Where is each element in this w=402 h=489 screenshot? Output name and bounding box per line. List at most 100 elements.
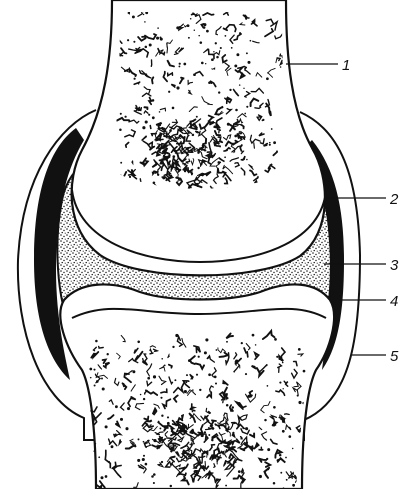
trabecula-dot [89,456,92,459]
trabecula-dot [143,441,145,443]
trabecula-dot [288,435,291,438]
trabecula-dot [142,458,145,461]
trabecula-stroke [254,143,255,148]
trabecula-dot [143,455,145,457]
trabecula-dot [216,56,219,59]
trabecula-dot [169,129,172,132]
trabecula-dot [206,30,209,33]
trabecula-stroke [182,415,183,420]
trabecula-dot [199,389,201,391]
trabecula-dot [240,132,242,134]
trabecula-dot [111,445,114,448]
trabecula-dot [96,380,99,383]
trabecula-dot [190,18,192,20]
trabecula-dot [238,470,241,473]
trabecula-dot [145,74,147,76]
trabecula-dot [234,64,237,67]
trabecula-stroke [150,425,152,426]
trabecula-dot [133,41,135,43]
trabecula-dot [226,341,228,343]
trabecula-dot [303,370,306,373]
trabecula-dot [120,162,122,164]
trabecula-dot [225,35,227,37]
trabecula-dot [204,431,206,433]
trabecula-dot [200,41,203,44]
trabecula-dot [264,419,266,421]
trabecula-dot [244,113,246,115]
trabecula-dot [105,425,108,428]
trabecula-dot [197,167,199,169]
trabecula-dot [95,340,98,343]
trabecula-dot [215,424,217,426]
trabecula-dot [137,341,140,344]
trabecula-dot [280,66,282,68]
trabecula-dot [125,427,128,430]
trabecula-dot [273,406,276,409]
trabecula-dot [175,334,178,337]
trabecula-dot [237,134,239,136]
trabecula-dot [161,358,163,360]
trabecula-stroke [193,478,195,482]
trabecula-dot [160,397,162,399]
trabecula-dot [266,77,269,80]
trabecula-dot [134,78,136,80]
trabecula-dot [215,42,217,44]
trabecula-dot [183,63,186,66]
trabecula-dot [153,182,156,185]
trabecula-dot [101,476,104,479]
trabecula-dot [115,405,118,408]
trabecula-stroke [241,437,242,439]
trabecula-dot [247,61,250,64]
trabecula-dot [119,129,122,132]
trabecula-dot [120,418,123,421]
trabecula-dot [153,439,156,442]
trabecula-dot [246,442,248,444]
trabecula-dot [153,473,156,476]
trabecula-dot [204,351,207,354]
trabecula-dot [214,376,217,379]
trabecula-dot [102,387,105,390]
trabecula-dot [174,379,176,381]
trabecula-dot [262,119,264,121]
trabecula-dot [132,370,135,373]
trabecula-dot [172,107,175,110]
trabecula-dot [183,141,185,143]
trabecula-dot [227,123,230,126]
trabecula-dot [186,374,188,376]
trabecula-dot [192,134,195,137]
trabecula-dot [273,482,276,485]
trabecula-dot [179,63,181,65]
trabecula-dot [226,404,229,407]
trabecula-dot [246,106,248,108]
trabecula-dot [146,423,147,424]
trabecula-dot [269,144,271,146]
trabecula-dot [271,128,273,130]
trabecula-dot [157,27,159,29]
trabecula-dot [93,450,94,451]
trabecula-dot [164,365,166,367]
trabecula-dot [139,466,141,468]
label-joint-cavity: 3 [390,257,399,274]
trabecula-dot [252,334,255,337]
trabecula-dot [220,47,222,49]
trabecula-dot [261,104,262,105]
trabecula-dot [215,382,217,384]
trabecula-stroke [285,414,290,415]
trabecula-stroke [242,469,244,473]
trabecula-dot [282,362,284,364]
trabecula-dot [94,353,96,355]
trabecula-dot [243,88,244,89]
trabecula-dot [185,381,187,383]
trabecula-dot [219,161,221,163]
trabecula-dot [188,37,190,39]
trabecula-dot [248,17,250,19]
trabecula-dot [298,401,301,404]
trabecula-dot [115,423,117,425]
trabecula-dot [269,142,271,144]
trabecula-dot [174,444,176,446]
trabecula-dot [120,113,122,115]
trabecula-dot [205,63,206,64]
trabecula-dot [160,38,163,41]
trabecula-dot [276,356,278,358]
trabecula-dot [280,472,282,474]
